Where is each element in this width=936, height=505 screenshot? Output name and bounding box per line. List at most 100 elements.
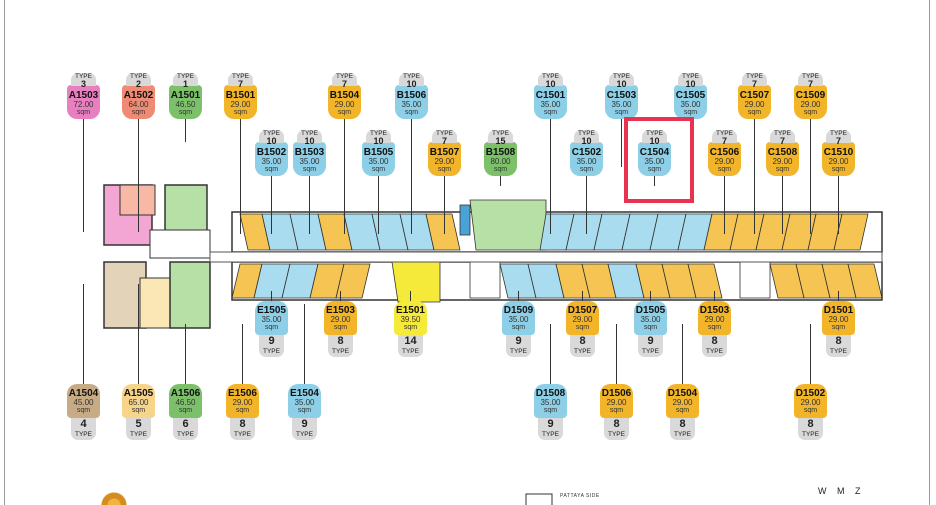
- leader-line: [271, 291, 272, 301]
- unit-code: C1508: [767, 147, 798, 158]
- unit-code: D1501: [823, 305, 854, 316]
- unit-code: E1506: [228, 388, 257, 399]
- type-label: TYPE: [296, 431, 313, 438]
- unit-sqm: sqm: [543, 109, 558, 116]
- unit-code: B1504: [329, 90, 360, 101]
- type-label: TYPE: [370, 130, 387, 137]
- unit-code: C1502: [571, 147, 602, 158]
- leader-line: [650, 291, 651, 301]
- leader-line: [724, 176, 725, 234]
- unit-area: 29.00: [232, 398, 253, 407]
- leader-line: [621, 119, 622, 167]
- unit-area: 35.00: [261, 315, 282, 324]
- unit-sqm: sqm: [803, 407, 818, 414]
- unit-area: 29.00: [800, 100, 821, 109]
- type-label: TYPE: [492, 130, 509, 137]
- a-block-green-bottom: [169, 261, 211, 329]
- type-label: TYPE: [746, 73, 763, 80]
- leader-line: [83, 119, 84, 232]
- unit-sqm: sqm: [717, 166, 732, 173]
- unit-area: 46.50: [175, 398, 196, 407]
- unit-sqm: sqm: [264, 166, 279, 173]
- type-label: TYPE: [802, 431, 819, 438]
- unit-area: 29.00: [672, 398, 693, 407]
- unit-code: A1505: [123, 388, 154, 399]
- type-label: TYPE: [774, 130, 791, 137]
- unit-area: 29.00: [828, 315, 849, 324]
- unit-sqm: sqm: [707, 324, 722, 331]
- type-label: TYPE: [542, 73, 559, 80]
- type-label: TYPE: [682, 73, 699, 80]
- unit-code: D1507: [567, 305, 598, 316]
- type-number: 6: [182, 418, 189, 430]
- footer-bracket: [525, 493, 553, 505]
- type-label: TYPE: [830, 130, 847, 137]
- unit-area: 29.00: [800, 398, 821, 407]
- unit-code: E1505: [257, 305, 286, 316]
- type-label: TYPE: [436, 130, 453, 137]
- type-number: 2: [135, 79, 141, 89]
- unit-sqm: sqm: [371, 166, 386, 173]
- lower-units: [231, 261, 883, 303]
- leader-line: [550, 324, 551, 384]
- leader-line: [344, 119, 345, 234]
- type-label: TYPE: [75, 431, 92, 438]
- unit-area: 35.00: [368, 157, 389, 166]
